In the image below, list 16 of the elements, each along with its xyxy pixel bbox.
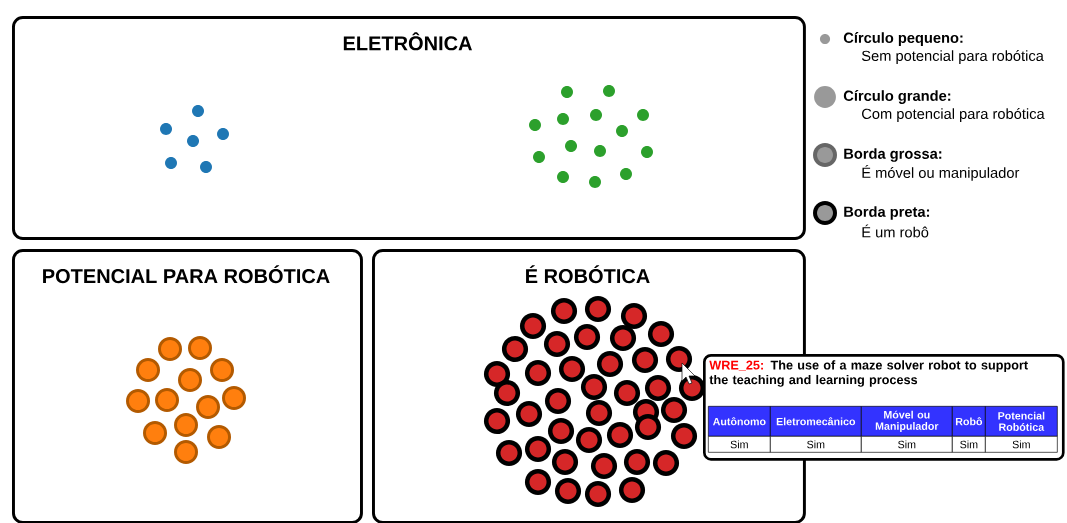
legend-heading: Borda grossa: bbox=[844, 148, 942, 162]
table-header: Eletromecânico bbox=[770, 406, 862, 437]
legend-description: Com potencial para robótica bbox=[862, 108, 1045, 122]
table-header: Robô bbox=[952, 406, 986, 437]
table-value: Sim bbox=[770, 436, 862, 453]
table-value: Sim bbox=[708, 436, 771, 453]
legend-heading: Círculo grande: bbox=[843, 90, 951, 104]
table-header: Autônomo bbox=[708, 406, 771, 437]
legend-heading: Círculo pequeno: bbox=[843, 32, 963, 46]
table-value: Sim bbox=[952, 436, 986, 453]
legend-description: É móvel ou manipulador bbox=[862, 165, 1020, 181]
panel: ELETRÔNICA bbox=[12, 16, 806, 240]
legend-description: Sem potencial para robótica bbox=[861, 50, 1044, 64]
legend-heading: Borda preta: bbox=[844, 206, 930, 220]
panel: POTENCIAL PARA ROBÓTICA bbox=[12, 249, 363, 523]
legend-description: É um robô bbox=[862, 224, 929, 238]
